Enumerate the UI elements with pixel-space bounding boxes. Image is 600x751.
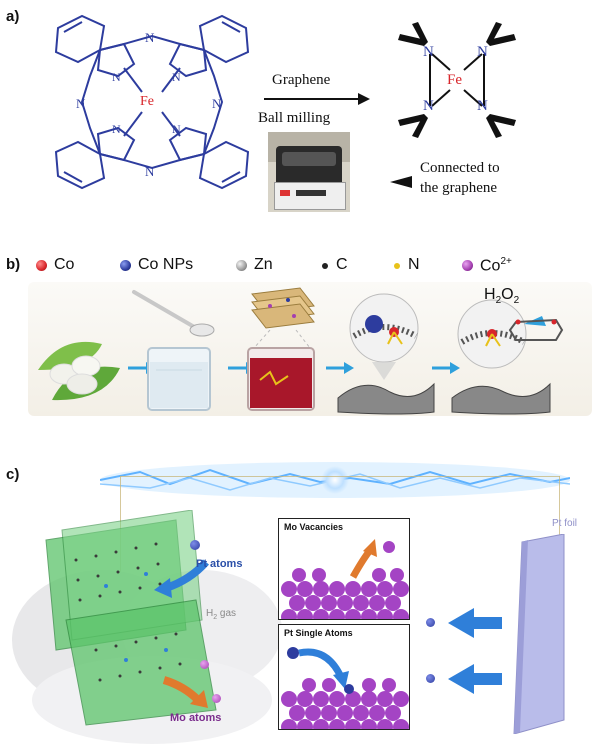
connected-arrow: [390, 176, 412, 188]
panel-c-label: c): [6, 466, 20, 483]
purple-lattice-1: [281, 539, 409, 619]
mo-atoms-label: Mo atoms: [170, 712, 222, 724]
mo-atom-sphere-1: [200, 660, 209, 669]
spatula-beaker-image: [132, 290, 215, 411]
pt-atoms-label: Pt atoms: [196, 558, 243, 570]
legend-n: N: [408, 256, 420, 273]
n-label-right: N: [212, 96, 222, 111]
reaction-arrow: [264, 93, 370, 105]
ball-mill-photo: [268, 132, 350, 212]
purple-lattice-2: [281, 647, 409, 729]
co-nps-sphere-icon: [120, 260, 131, 271]
n-label-top: N: [145, 30, 155, 45]
legend-co: Co: [54, 256, 75, 273]
n-label-inner-tr: N: [172, 70, 181, 84]
panel-b-label: b): [6, 256, 21, 273]
legend-c: C: [336, 256, 348, 273]
pt-emission-arrow-1: [448, 608, 502, 638]
mo-atom-sphere-2: [212, 694, 221, 703]
co-sphere-icon: [36, 260, 47, 271]
panel-a-label: a): [6, 8, 20, 25]
pt-atoms-arrow: [154, 559, 209, 598]
n-label-inner-br: N: [172, 122, 181, 136]
fe-n4-structure: [398, 22, 516, 138]
pt-single-atoms-inset: Pt Single Atoms: [278, 624, 410, 730]
fe-n4-n-bl: N: [423, 98, 434, 114]
legend: Co Co NPs Zn C N Co2+: [30, 254, 590, 278]
mo-vacancies-title: Mo Vacancies: [281, 521, 347, 533]
co2-sphere-icon: [462, 260, 473, 271]
legend-co2: Co2+: [480, 256, 512, 275]
graphene-label: Graphene: [272, 72, 331, 88]
co-doped-graphene-image: [337, 293, 435, 415]
pt-single-atoms-title: Pt Single Atoms: [281, 627, 356, 639]
h2o2-label: H2O2: [484, 286, 520, 307]
connected-label-line1: Connected to: [420, 160, 500, 176]
fe-n4-n-tl: N: [423, 44, 434, 60]
pt-atom-flying-1: [426, 618, 435, 627]
pt-atom-flying-2: [426, 674, 435, 683]
step-arrow-4: [432, 362, 460, 374]
n-label-left: N: [76, 96, 86, 111]
connected-label-line2: the graphene: [420, 180, 498, 196]
fe-center-label: Fe: [140, 94, 154, 109]
fe-n4-n-br: N: [477, 98, 488, 114]
c-dot-icon: [322, 263, 328, 269]
fe-n4-center: Fe: [447, 72, 462, 88]
step-arrow-3: [326, 362, 354, 374]
mo-vacancies-inset: Mo Vacancies: [278, 518, 410, 620]
h2-gas-label: H2 gas: [206, 608, 237, 621]
legend-co-nps: Co NPs: [138, 256, 194, 273]
mo-atoms-arrow: [162, 676, 208, 708]
silk-cocoon-leaves-image: [38, 341, 120, 401]
h2o2-reaction-image: [451, 299, 564, 415]
zn-sphere-icon: [236, 260, 247, 271]
n-label-inner-bl: N: [112, 122, 121, 136]
pt-foil-label: Pt foil: [552, 518, 578, 529]
fe-n4-n-tr: N: [477, 44, 488, 60]
pt-foil-image: [513, 534, 565, 734]
n-label-inner-tl: N: [112, 70, 121, 84]
pt-emission-arrow-2: [448, 664, 502, 694]
n-label-bottom: N: [145, 164, 155, 179]
iron-phthalocyanine-structure: [54, 14, 250, 190]
pt-atom-sphere: [190, 540, 200, 550]
mos2-nanosheet-image: [45, 510, 217, 726]
legend-zn: Zn: [254, 256, 273, 273]
red-solution-beaker-image: [247, 287, 315, 411]
ball-milling-label: Ball milling: [258, 110, 331, 126]
n-dot-icon: [394, 263, 400, 269]
